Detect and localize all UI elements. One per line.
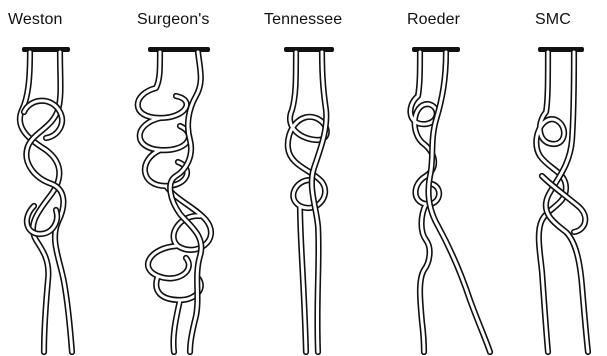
surgeons-knot [138,47,211,352]
tennessee-knot [284,47,334,352]
roeder-strand-a [410,52,439,352]
smc-strand-a [536,52,566,352]
smc-strand-b [546,52,588,352]
tennessee-strand-a [288,52,327,352]
weston-knot [20,47,72,352]
smc-top-bar [538,47,584,52]
tennessee-top-bar [284,47,334,52]
roeder-knot [410,47,490,352]
weston-strand-a [20,52,59,352]
smc-knot [536,47,588,352]
